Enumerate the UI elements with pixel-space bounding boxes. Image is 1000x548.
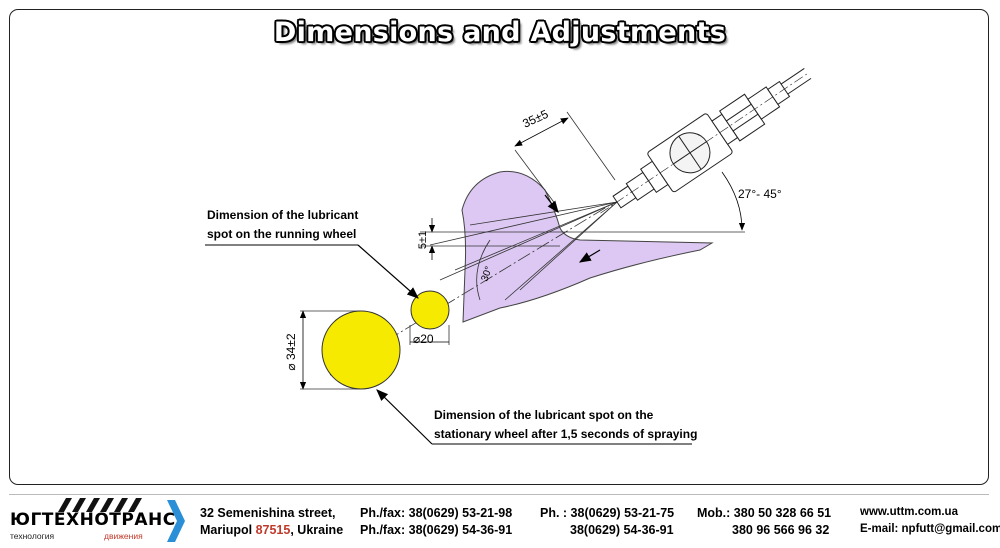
technical-drawing: 5±1 35±5 27°- 45° 30° [205,67,812,445]
stationary-callout-line1: Dimension of the lubricant spot on the [434,408,654,422]
callout-running: Dimension of the lubricant spot on the r… [205,208,419,299]
logo-tagline-right: движения [104,531,143,541]
spray-lines [429,201,618,301]
rail-profile [461,170,714,323]
email-link[interactable]: E-mail: npfutt@gmail.com [860,523,1000,535]
logo-tagline-left: технология [10,531,55,541]
spray-nozzle [600,67,812,214]
distance-label: 35±5 [520,107,550,131]
small-spot-label: ⌀20 [413,332,434,346]
address-line2: Mariupol 87515, Ukraine [200,523,344,537]
logo-stripes [58,498,142,512]
mobile-1: Mob.: 380 50 328 66 51 [697,506,832,520]
stationary-wheel-spot: ⌀ 34±2 [284,310,401,390]
website-link[interactable]: www.uttm.com.ua [860,506,958,518]
address-line1: 32 Semenishina street, [200,506,336,520]
phone-2: 38(0629) 54-36-91 [570,523,674,537]
running-callout-line1: Dimension of the lubricant [207,208,358,222]
running-wheel-spot: ⌀20 [409,290,450,346]
chevron-right-icon [167,500,185,542]
mobile-2: 380 96 566 96 32 [732,523,830,537]
company-name: ЮГТЕХНОТРАНС [10,510,176,530]
stationary-callout-line2: stationary wheel after 1,5 seconds of sp… [434,427,697,441]
phone-fax-2: Ph./fax: 38(0629) 54-36-91 [360,523,513,537]
spray-angle-label: 30° [479,265,495,283]
reference-lines [420,231,745,247]
running-callout-line2: spot on the running wheel [207,227,356,241]
large-spot-label: ⌀ 34±2 [284,333,298,370]
footer-divider [9,494,989,495]
offset-dimension: 5±1 [417,218,436,260]
angle-label: 27°- 45° [738,187,782,201]
phone-fax-1: Ph./fax: 38(0629) 53-21-98 [360,506,513,520]
address-zip: 87515 [255,523,291,537]
phone-1: Ph. : 38(0629) 53-21-75 [540,506,675,520]
callout-stationary: Dimension of the lubricant spot on the s… [376,389,697,445]
angle-dimension: 27°- 45° [721,171,782,231]
offset-label: 5±1 [417,231,429,249]
page-title: Dimensions and Adjustments [273,17,727,48]
